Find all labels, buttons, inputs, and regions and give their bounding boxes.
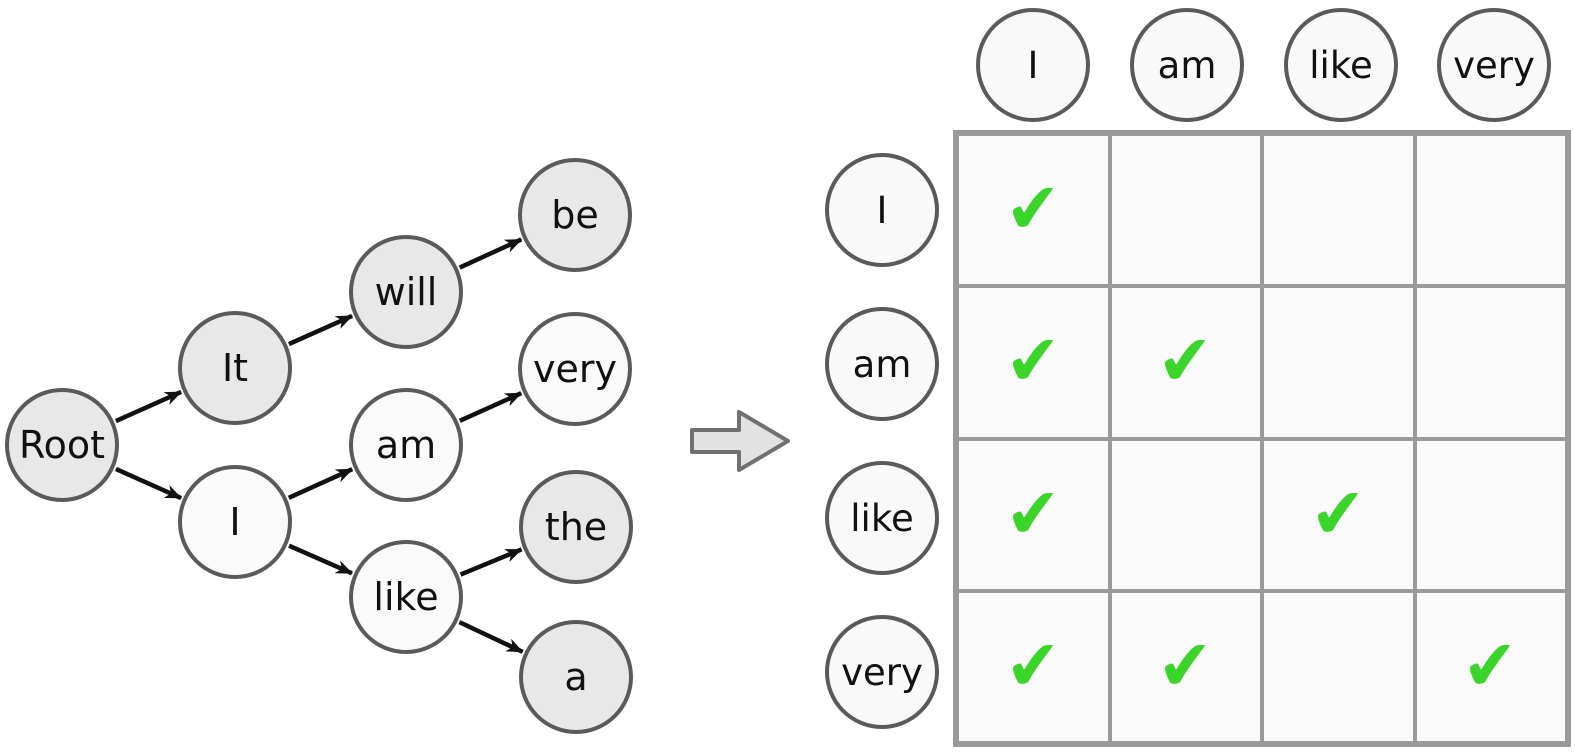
tree-node-label: will — [374, 270, 438, 314]
tree-edge-i-like — [288, 543, 353, 576]
matrix-cell-very-am: ✔ — [1111, 592, 1260, 741]
tree-node-label: Root — [18, 423, 106, 467]
matrix-cell-like-I: ✔ — [959, 440, 1108, 589]
matrix-col-header-am: am — [1130, 8, 1244, 122]
matrix-header-label: I — [1027, 43, 1039, 87]
matrix-cell-like-am — [1111, 440, 1260, 589]
tree-node-will: will — [349, 235, 463, 349]
tree-node-i: I — [178, 465, 292, 579]
transform-arrow-icon — [690, 410, 790, 472]
tree-edge-root-it — [114, 389, 183, 424]
matrix-col-header-I: I — [976, 8, 1090, 122]
matrix-col-header-like: like — [1284, 8, 1398, 122]
matrix-header-label: like — [1309, 43, 1373, 87]
matrix-cell-am-like — [1264, 288, 1413, 437]
tree-node-label: a — [564, 655, 588, 699]
check-icon: ✔ — [1002, 320, 1065, 404]
check-icon: ✔ — [1154, 624, 1217, 708]
matrix-cell-am-am: ✔ — [1111, 288, 1260, 437]
tree-edge-i-am — [287, 467, 354, 500]
matrix-cell-am-very — [1416, 288, 1565, 437]
tree-node-it: It — [178, 311, 292, 425]
tree-edge-am-very — [458, 391, 523, 423]
matrix-header-label: I — [876, 188, 888, 232]
matrix-cell-like-like: ✔ — [1264, 440, 1413, 589]
matrix-row-header-I: I — [825, 153, 939, 267]
matrix-col-header-very: very — [1437, 8, 1551, 122]
matrix-header-label: very — [1453, 43, 1535, 87]
tree-edge-like-the — [459, 547, 523, 577]
matrix-cell-I-am — [1111, 136, 1260, 285]
tree-node-am: am — [349, 388, 463, 502]
matrix-header-label: am — [1157, 43, 1217, 87]
tree-node-label: am — [375, 423, 437, 467]
matrix-row-header-like: like — [825, 461, 939, 575]
matrix-header-label: like — [850, 496, 914, 540]
matrix-cell-very-I: ✔ — [959, 592, 1108, 741]
matrix-row-header-am: am — [825, 307, 939, 421]
check-icon: ✔ — [1154, 320, 1217, 404]
tree-node-like: like — [349, 540, 463, 654]
check-icon: ✔ — [1307, 472, 1370, 556]
tree-node-label: very — [533, 347, 617, 391]
tree-edge-like-a — [458, 620, 524, 654]
matrix-cell-I-I: ✔ — [959, 136, 1108, 285]
matrix-cell-like-very — [1416, 440, 1565, 589]
tree-node-label: the — [544, 505, 608, 549]
tree-edge-root-i — [114, 466, 183, 501]
check-icon: ✔ — [1002, 472, 1065, 556]
tree-node-label: It — [221, 346, 249, 390]
tree-node-root: Root — [5, 388, 119, 502]
tree-node-very: very — [518, 312, 632, 426]
matrix-header-label: am — [852, 342, 912, 386]
tree-node-label: like — [373, 575, 439, 619]
matrix-row-header-very: very — [825, 615, 939, 729]
tree-edge-it-will — [288, 313, 353, 347]
matrix-cell-I-very — [1416, 136, 1565, 285]
matrix-cell-I-like — [1264, 136, 1413, 285]
matrix-cell-very-very: ✔ — [1416, 592, 1565, 741]
check-icon: ✔ — [1002, 168, 1065, 252]
matrix-grid: ✔ ✔ ✔ ✔ ✔ ✔ ✔ ✔ — [953, 130, 1571, 747]
tree-node-the: the — [519, 470, 633, 584]
check-icon: ✔ — [1459, 624, 1522, 708]
matrix-header-label: very — [841, 650, 923, 694]
tree-node-label: I — [229, 500, 241, 544]
matrix-cell-very-like — [1264, 592, 1413, 741]
tree-edge-will-be — [458, 237, 523, 270]
check-icon: ✔ — [1002, 624, 1065, 708]
tree-node-be: be — [518, 158, 632, 272]
tree-node-a: a — [519, 620, 633, 734]
matrix-cell-am-I: ✔ — [959, 288, 1108, 437]
tree-node-label: be — [551, 193, 599, 237]
